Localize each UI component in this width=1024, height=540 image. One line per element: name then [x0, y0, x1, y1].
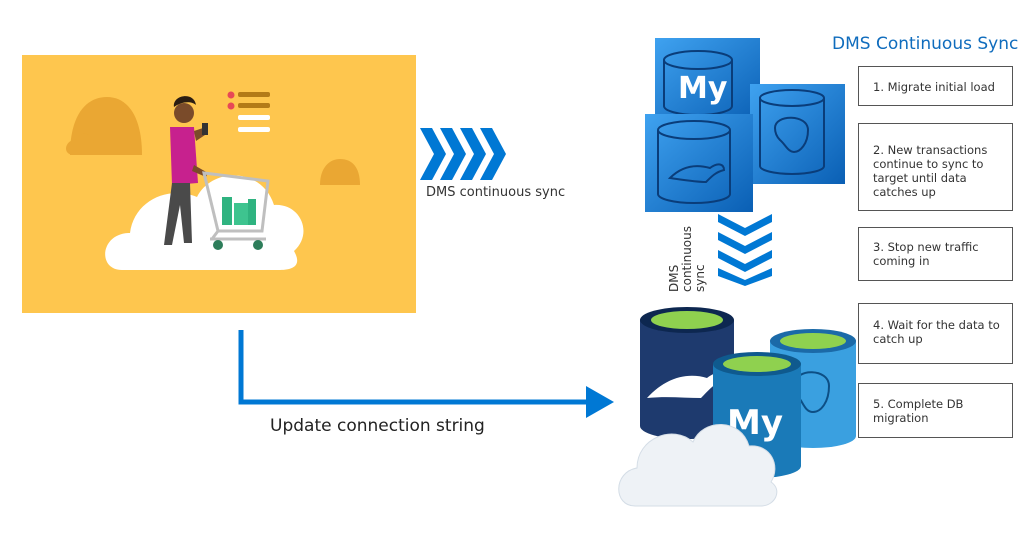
step-box-3: 3. Stop new traffic coming in — [858, 227, 1013, 281]
step-label-5: 5. Complete DB migration — [873, 397, 964, 425]
source-mysql-db-icon: My — [655, 38, 760, 123]
update-connection-arrow-icon — [238, 330, 614, 418]
source-postgresql-db-icon — [750, 84, 845, 184]
checklist-icon — [227, 91, 270, 132]
step-label-2: 2. New transactions continue to sync to … — [873, 143, 988, 199]
step-box-1: 1. Migrate initial load — [858, 66, 1013, 106]
azure-cloud-shape — [618, 424, 778, 507]
vertical-sync-label: DMS continuous sync — [667, 212, 743, 292]
target-azure-databases: My — [618, 307, 856, 507]
white-cloud-shape — [105, 175, 304, 270]
step-label-3: 3. Stop new traffic coming in — [873, 240, 979, 268]
diagram-title: DMS Continuous Sync — [832, 34, 1019, 54]
vertical-sync-label-line-3: sync — [693, 264, 707, 292]
svg-text:My: My — [678, 71, 728, 106]
target-mariadb-db-icon — [640, 307, 734, 439]
step-box-2: 2. New transactions continue to sync to … — [858, 123, 1013, 211]
source-mariadb-db-icon — [645, 114, 753, 212]
step-box-5: 5. Complete DB migration — [858, 383, 1013, 438]
source-databases: My — [645, 38, 845, 212]
horizontal-sync-label: DMS continuous sync — [426, 185, 566, 200]
chevron-arrow-right-icon — [420, 128, 506, 180]
step-box-4: 4. Wait for the data to catch up — [858, 303, 1013, 364]
update-connection-label: Update connection string — [270, 416, 485, 436]
step-label-1: 1. Migrate initial load — [873, 80, 995, 94]
shopper-illustration — [66, 91, 360, 270]
app-scene-panel — [22, 55, 416, 313]
step-label-4: 4. Wait for the data to catch up — [873, 318, 1000, 346]
shopping-cart-icon — [202, 171, 270, 250]
chevron-arrow-down-icon — [718, 214, 772, 286]
small-cloud-shape — [320, 159, 360, 185]
